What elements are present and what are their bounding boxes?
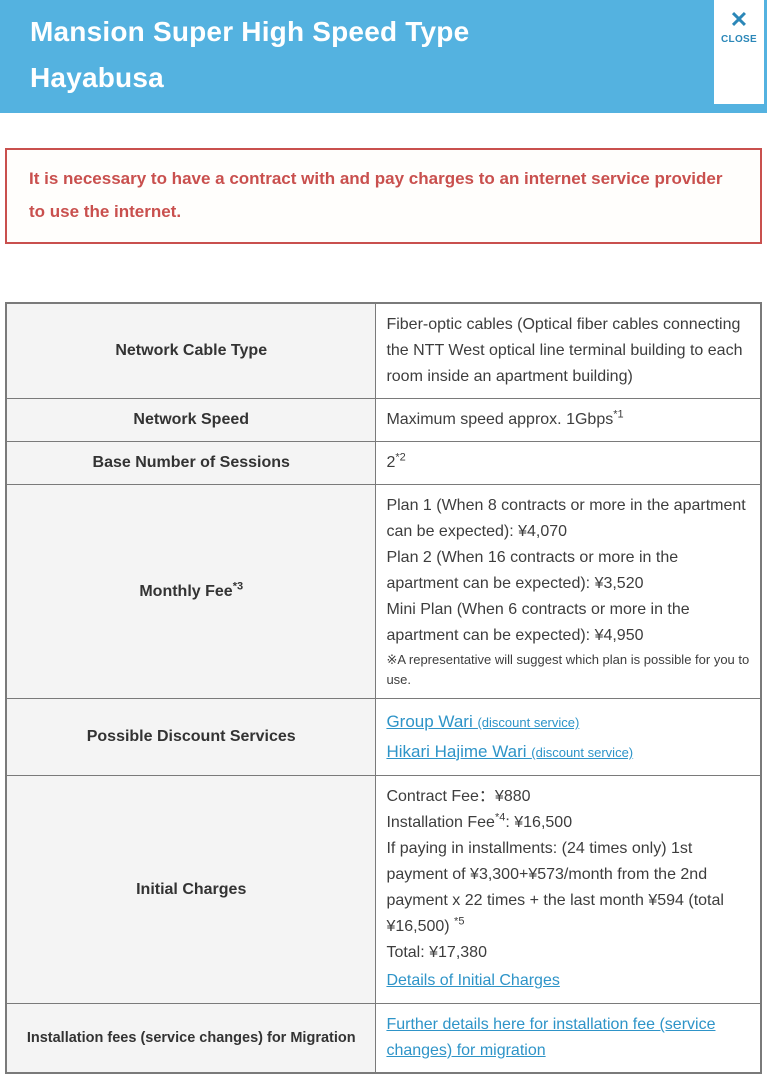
group-wari-link-suffix: (discount service) bbox=[477, 715, 580, 730]
row-label-network-cable-type: Network Cable Type bbox=[5, 302, 377, 399]
row-value-monthly-fee: Plan 1 (When 8 contracts or more in the … bbox=[375, 484, 762, 699]
migration-details-link[interactable]: Further details here for installation fe… bbox=[386, 1016, 716, 1059]
table-row-monthly-fee: Monthly Fee*3 Plan 1 (When 8 contracts o… bbox=[5, 484, 762, 699]
table-row-initial-charges: Initial Charges Contract Fee：¥880 Instal… bbox=[5, 775, 762, 1004]
total-line: Total: ¥17,380 bbox=[386, 944, 487, 961]
footnote-marker-5: *5 bbox=[454, 915, 465, 928]
page-title-line1: Mansion Super High Speed Type bbox=[30, 16, 470, 47]
monthly-plan-mini: Mini Plan (When 6 contracts or more in t… bbox=[386, 601, 690, 644]
plan-details: Network Cable Type Fiber-optic cables (O… bbox=[5, 302, 762, 1074]
installments-line: If paying in installments: (24 times onl… bbox=[386, 836, 750, 940]
base-sessions-text: 2 bbox=[386, 454, 396, 471]
hikari-hajime-wari-link[interactable]: Hikari Hajime Wari (discount service) bbox=[386, 742, 634, 761]
row-label-initial-charges: Initial Charges bbox=[5, 775, 377, 1004]
row-value-initial-charges: Contract Fee：¥880 Installation Fee*4: ¥1… bbox=[375, 775, 762, 1004]
footnote-marker-3: *3 bbox=[232, 580, 244, 593]
hikari-hajime-wari-link-text: Hikari Hajime Wari bbox=[386, 742, 532, 761]
provider-notice-text: It is necessary to have a contract with … bbox=[29, 169, 723, 221]
table-row-base-sessions: Base Number of Sessions 2*2 bbox=[5, 441, 762, 485]
row-label-base-sessions: Base Number of Sessions bbox=[5, 441, 377, 485]
group-wari-link[interactable]: Group Wari (discount service) bbox=[386, 712, 580, 731]
installation-fee-line: Installation Fee*4: ¥16,500 bbox=[386, 810, 750, 836]
provider-notice: It is necessary to have a contract with … bbox=[5, 148, 762, 244]
row-label-migration-fees: Installation fees (service changes) for … bbox=[5, 1003, 377, 1074]
discount-link-row: Hikari Hajime Wari (discount service) bbox=[386, 737, 750, 767]
close-icon: ✕ bbox=[729, 7, 749, 32]
row-value-base-sessions: 2*2 bbox=[375, 441, 762, 485]
table-row-migration-fees: Installation fees (service changes) for … bbox=[5, 1003, 762, 1074]
row-label-network-speed: Network Speed bbox=[5, 398, 377, 442]
hikari-hajime-wari-link-suffix: (discount service) bbox=[531, 745, 634, 760]
close-button-label: CLOSE bbox=[721, 34, 757, 45]
monthly-fee-note: ※A representative will suggest which pla… bbox=[386, 652, 750, 687]
row-label-monthly-fee: Monthly Fee*3 bbox=[5, 484, 377, 699]
footnote-marker-2: *2 bbox=[395, 451, 406, 464]
plan-details-table: Network Cable Type Fiber-optic cables (O… bbox=[5, 302, 762, 1074]
initial-charges-details-link[interactable]: Details of Initial Charges bbox=[386, 972, 560, 989]
network-speed-text: Maximum speed approx. 1Gbps bbox=[386, 411, 614, 428]
row-value-network-speed: Maximum speed approx. 1Gbps*1 bbox=[375, 398, 762, 442]
monthly-fee-label-text: Monthly Fee bbox=[139, 582, 233, 600]
table-row-network-cable-type: Network Cable Type Fiber-optic cables (O… bbox=[5, 302, 762, 399]
footnote-marker-1: *1 bbox=[613, 408, 624, 421]
footnote-marker-4: *4 bbox=[494, 811, 506, 824]
close-button[interactable]: ✕ CLOSE bbox=[714, 0, 764, 104]
installments-text: If paying in installments: (24 times onl… bbox=[386, 840, 724, 935]
installation-fee-amount: : ¥16,500 bbox=[505, 814, 573, 831]
monthly-plan-1: Plan 1 (When 8 contracts or more in the … bbox=[386, 497, 746, 540]
page-title-line2: Hayabusa bbox=[30, 62, 164, 93]
row-value-discount-services: Group Wari (discount service) Hikari Haj… bbox=[375, 698, 762, 776]
row-label-discount-services: Possible Discount Services bbox=[5, 698, 377, 776]
table-row-network-speed: Network Speed Maximum speed approx. 1Gbp… bbox=[5, 398, 762, 442]
row-value-migration-fees: Further details here for installation fe… bbox=[375, 1003, 762, 1074]
contract-fee-line: Contract Fee：¥880 bbox=[386, 788, 531, 805]
table-row-discount-services: Possible Discount Services Group Wari (d… bbox=[5, 698, 762, 776]
installation-fee-text: Installation Fee bbox=[386, 814, 495, 831]
discount-link-row: Group Wari (discount service) bbox=[386, 707, 750, 737]
group-wari-link-text: Group Wari bbox=[386, 712, 478, 731]
monthly-plan-2: Plan 2 (When 16 contracts or more in the… bbox=[386, 549, 679, 592]
initial-charges-link-row: Details of Initial Charges bbox=[386, 966, 750, 995]
row-value-network-cable-type: Fiber-optic cables (Optical fiber cables… bbox=[375, 302, 762, 399]
